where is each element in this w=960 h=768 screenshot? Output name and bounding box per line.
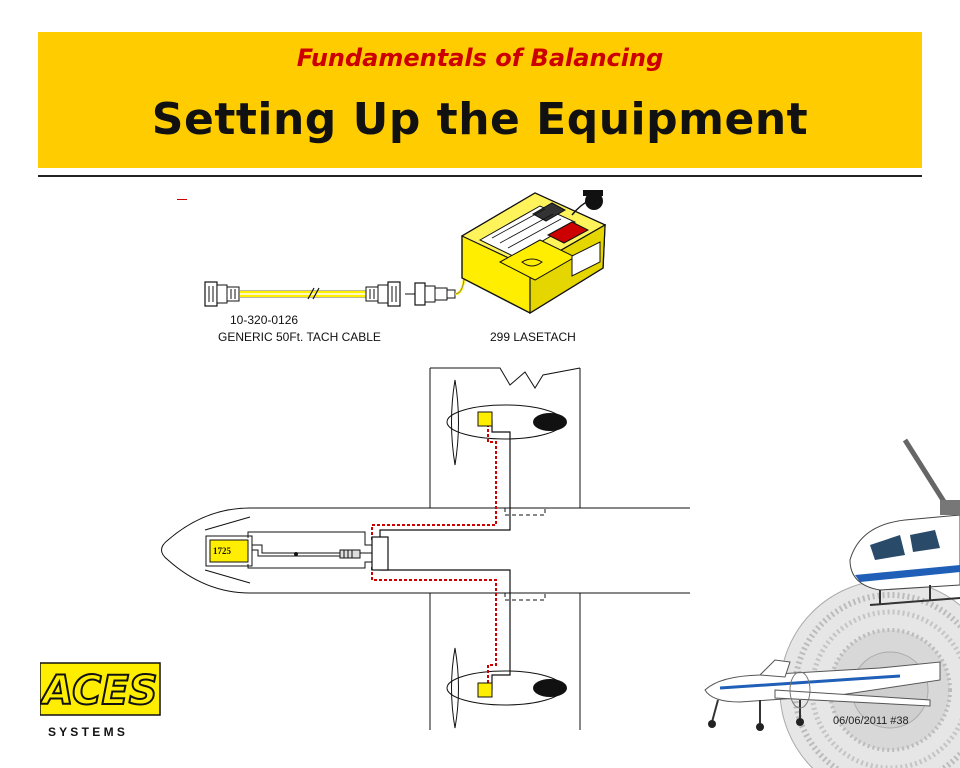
junction-box bbox=[371, 536, 389, 571]
logo-subtext: S Y S T E M S bbox=[48, 725, 125, 739]
aces-logo: ACES S Y S T E M S bbox=[38, 660, 170, 745]
slide-title: Setting Up the Equipment bbox=[151, 94, 809, 145]
lasetach-unit bbox=[460, 190, 607, 315]
helicopter-graphic bbox=[849, 438, 960, 606]
cable-label: GENERIC 50Ft. TACH CABLE bbox=[218, 330, 381, 344]
spinner-top bbox=[533, 413, 567, 431]
title-banner: Fundamentals of Balancing Setting Up the… bbox=[38, 32, 922, 168]
header-divider bbox=[38, 175, 922, 177]
cable-part-number: 10-320-0126 bbox=[230, 313, 299, 327]
sensor-bottom bbox=[477, 682, 493, 698]
analyzer-label: 1725 bbox=[213, 546, 231, 556]
aces-logo-mark: ACES S Y S T E M S bbox=[38, 662, 161, 739]
analyzer-unit bbox=[209, 539, 249, 563]
red-mark bbox=[177, 199, 187, 200]
date-slide-number: 06/06/2011 #38 bbox=[833, 715, 909, 727]
aircraft-outline bbox=[161, 367, 690, 730]
spinner-bottom bbox=[533, 679, 567, 697]
cable-routing bbox=[371, 420, 511, 690]
logo-text: ACES bbox=[40, 668, 158, 714]
slide-subtitle: Fundamentals of Balancing bbox=[296, 44, 664, 72]
king-air-graphic bbox=[704, 659, 941, 731]
lasetach-label: 299 LASETACH bbox=[490, 330, 576, 344]
tach-cable bbox=[204, 257, 470, 307]
sensor-top bbox=[477, 411, 493, 427]
